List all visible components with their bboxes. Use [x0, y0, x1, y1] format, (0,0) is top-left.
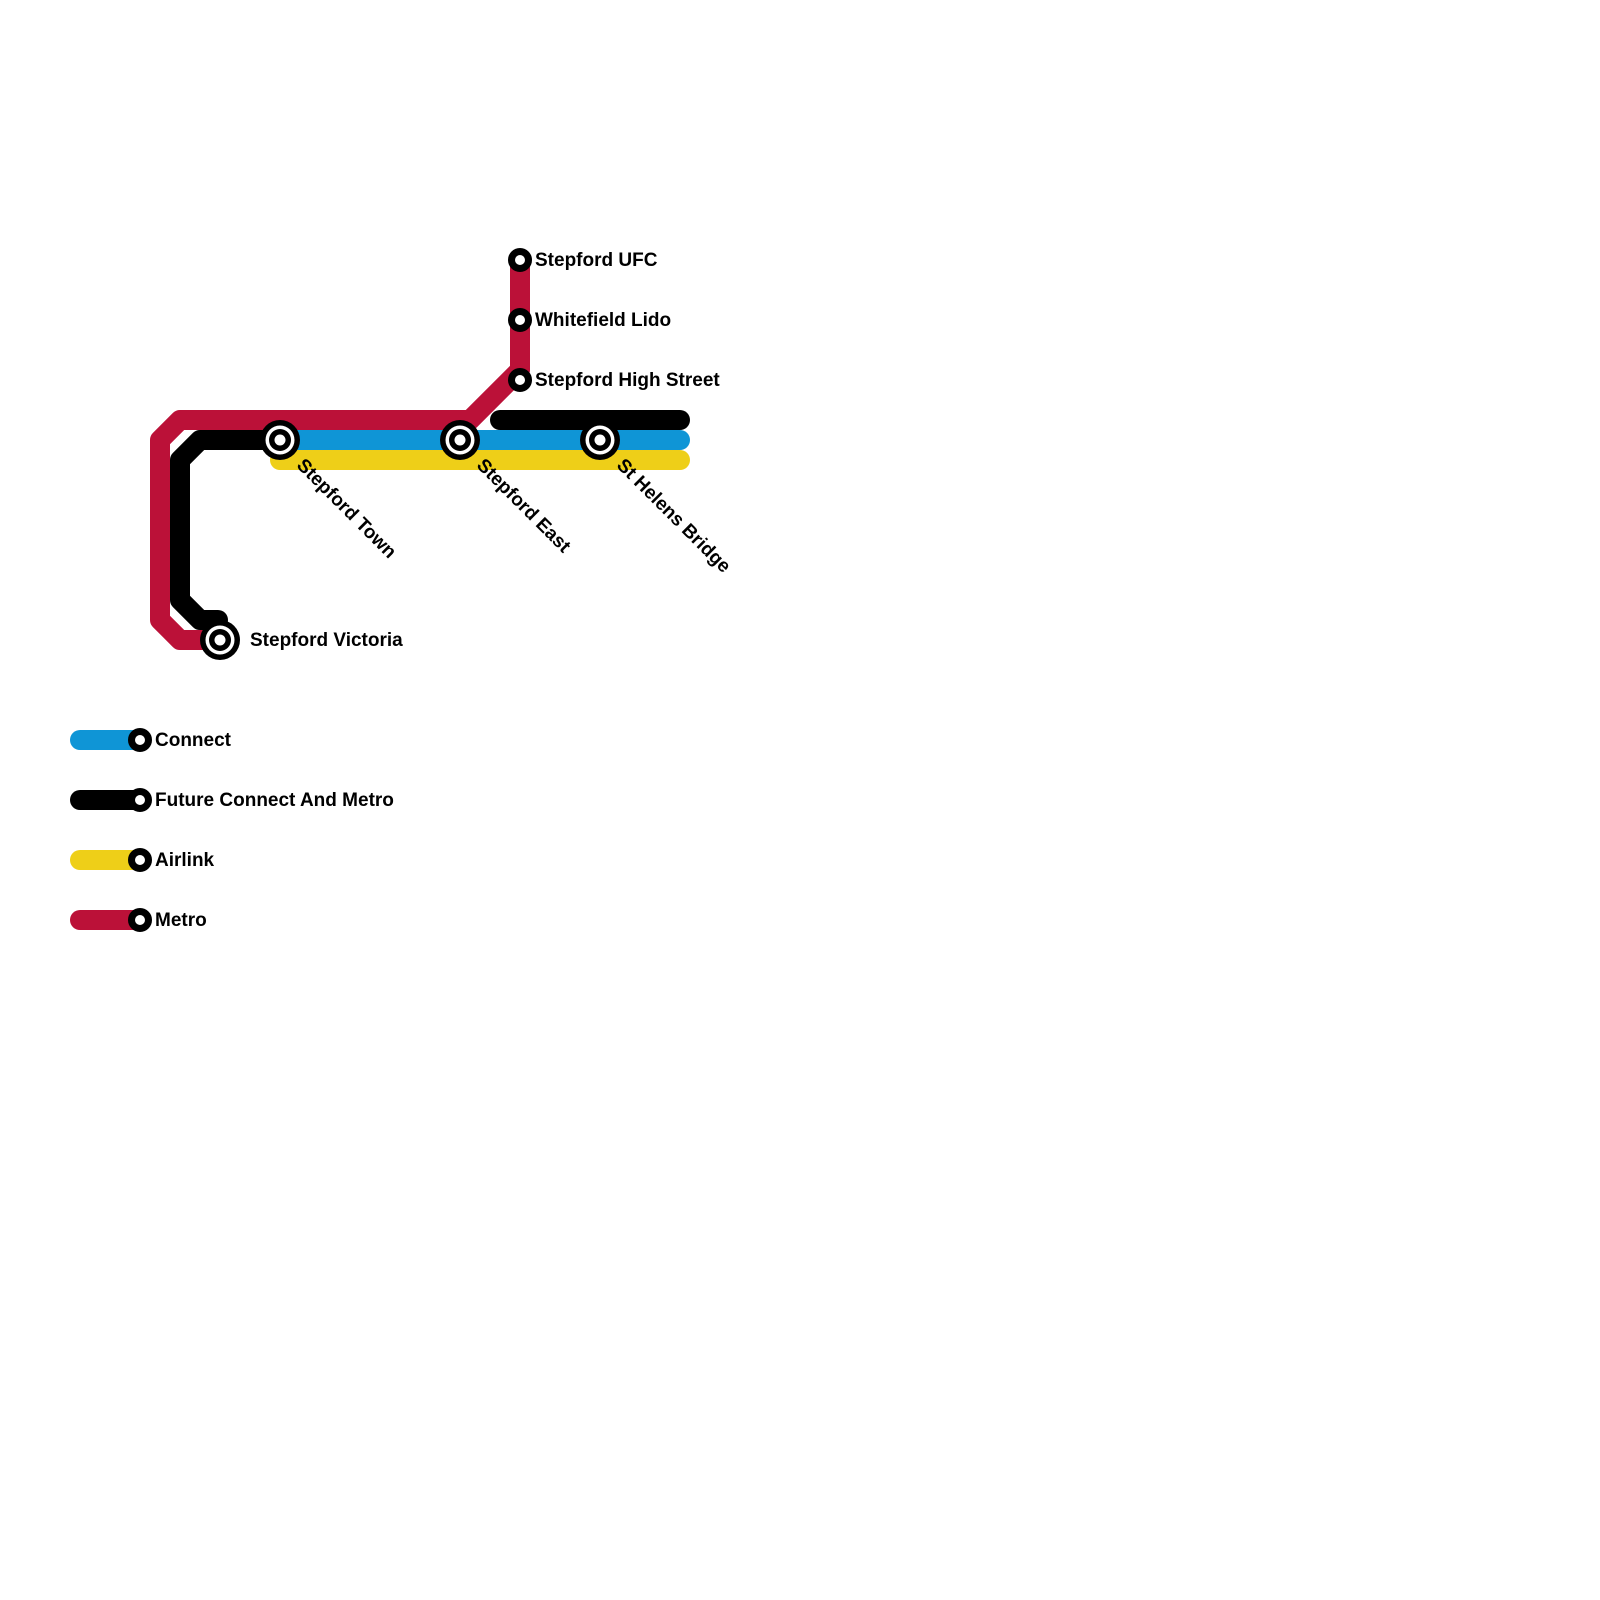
legend-label-connect: Connect	[155, 730, 232, 751]
station-stepford-victoria[interactable]	[200, 620, 240, 660]
station-stepford-ufc[interactable]	[508, 248, 532, 272]
station-st-helens-bridge[interactable]	[580, 420, 620, 460]
legend-item-airlink: Airlink	[70, 848, 215, 872]
label-stepford-east: Stepford East	[472, 455, 575, 558]
legend-item-connect: Connect	[70, 728, 232, 752]
station-whitefield-lido[interactable]	[508, 308, 532, 332]
label-stepford-high-street: Stepford High Street	[535, 370, 720, 391]
future-connect-and-metro-line	[170, 430, 290, 630]
label-whitefield-lido: Whitefield Lido	[535, 310, 671, 331]
label-stepford-town: Stepford Town	[292, 455, 400, 563]
legend-item-metro: Metro	[70, 908, 207, 932]
label-st-helens-bridge: St Helens Bridge	[612, 455, 734, 577]
legend: Connect Future Connect And Metro Airlink…	[70, 728, 394, 932]
station-stepford-town[interactable]	[260, 420, 300, 460]
legend-item-future-connect-and-metro: Future Connect And Metro	[70, 788, 394, 812]
label-stepford-victoria: Stepford Victoria	[250, 630, 403, 651]
legend-label-airlink: Airlink	[155, 850, 215, 871]
label-stepford-ufc: Stepford UFC	[535, 250, 658, 271]
station-stepford-east[interactable]	[440, 420, 480, 460]
legend-label-future-connect-and-metro: Future Connect And Metro	[155, 790, 394, 811]
station-stepford-high-street[interactable]	[508, 368, 532, 392]
legend-label-metro: Metro	[155, 910, 207, 931]
